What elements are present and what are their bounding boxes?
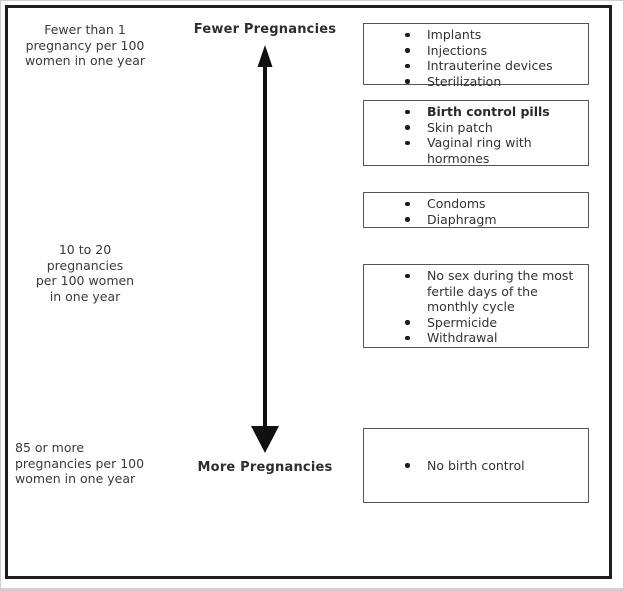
- method-label: Condoms: [427, 196, 486, 211]
- list-item: Withdrawal: [364, 330, 588, 346]
- rate-label-line: pregnancies per 100: [15, 455, 145, 471]
- rate-label-line: pregnancies: [46, 257, 124, 273]
- method-label: Spermicide: [427, 314, 498, 330]
- bullet-icon: [405, 140, 410, 145]
- rate-label-line: in one year: [49, 288, 121, 304]
- bullet-icon: [405, 48, 410, 53]
- bullet-icon: [405, 79, 410, 84]
- list-item: No birth control: [364, 458, 580, 474]
- bullet-icon: [405, 109, 410, 114]
- rate-label-line: pregnancy per 100: [25, 37, 145, 53]
- list-item: Condoms: [364, 196, 588, 212]
- rate-label-bottom: 85 or more pregnancies per 100 women in …: [15, 440, 195, 487]
- method-list: Birth control pills Skin patch Vaginal r…: [364, 101, 596, 166]
- list-item: Implants: [364, 27, 588, 43]
- rate-label-line: Fewer than 1: [44, 22, 126, 37]
- bullet-icon: [405, 335, 410, 340]
- method-label: Injections: [427, 42, 488, 58]
- bullet-icon: [405, 217, 410, 222]
- fewer-pregnancies-label: Fewer Pregnancies: [193, 22, 337, 37]
- rate-label-line: women in one year: [24, 53, 146, 68]
- method-label: Sterilization: [427, 73, 502, 89]
- rate-label-line: per 100 women: [35, 273, 135, 288]
- bullet-icon: [405, 32, 410, 37]
- list-item: Sterilization: [364, 74, 588, 90]
- list-item: Vaginal ring with hormones: [364, 135, 588, 166]
- method-label: Implants: [427, 27, 482, 42]
- rate-label-top: Fewer than 1 pregnancy per 100 women in …: [15, 22, 155, 69]
- method-box-none: No birth control: [363, 428, 589, 503]
- bullet-icon: [405, 273, 410, 278]
- method-label: Skin patch: [427, 119, 493, 135]
- bullet-icon: [405, 63, 410, 68]
- rate-label-line: women in one year: [15, 471, 136, 486]
- list-item: Injections: [364, 43, 588, 59]
- method-box-hormonal: Birth control pills Skin patch Vaginal r…: [363, 100, 589, 166]
- method-list: Implants Injections Intrauterine devices…: [364, 24, 596, 89]
- list-item: No sex during the most fertile days of t…: [364, 268, 588, 315]
- method-list: No sex during the most fertile days of t…: [364, 265, 596, 346]
- method-box-most-effective: Implants Injections Intrauterine devices…: [363, 23, 589, 89]
- list-item: Birth control pills: [364, 104, 588, 120]
- method-box-behavioral: No sex during the most fertile days of t…: [363, 264, 589, 348]
- pregnancy-rate-arrow-icon: [251, 45, 279, 453]
- more-pregnancies-label: More Pregnancies: [197, 460, 333, 475]
- method-label: Birth control pills: [427, 104, 550, 119]
- method-label: Intrauterine devices: [427, 58, 553, 73]
- list-item: Skin patch: [364, 120, 588, 136]
- rate-label-middle: 10 to 20 pregnancies per 100 women in on…: [15, 242, 155, 304]
- rate-label-line: 10 to 20: [58, 242, 112, 257]
- method-label: Vaginal ring with hormones: [427, 135, 532, 166]
- bullet-icon: [405, 201, 410, 206]
- method-label: Diaphragm: [427, 211, 497, 227]
- method-label: No birth control: [427, 457, 525, 473]
- method-label: Withdrawal: [427, 330, 498, 345]
- method-list: No birth control: [364, 458, 588, 474]
- list-item: Spermicide: [364, 315, 588, 331]
- list-item: Intrauterine devices: [364, 58, 588, 74]
- method-box-barrier: Condoms Diaphragm: [363, 192, 589, 228]
- rate-label-line: 85 or more: [15, 440, 85, 455]
- method-list: Condoms Diaphragm: [364, 193, 596, 227]
- bullet-icon: [405, 125, 410, 130]
- bullet-icon: [405, 320, 410, 325]
- list-item: Diaphragm: [364, 212, 588, 228]
- bottom-edge-strip: [1, 588, 623, 590]
- bullet-icon: [405, 463, 410, 468]
- method-label: No sex during the most fertile days of t…: [427, 268, 574, 314]
